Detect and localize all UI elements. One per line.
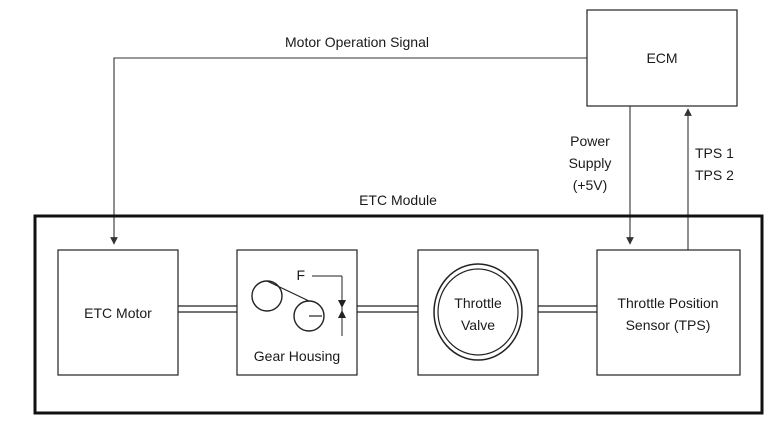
etc-motor-box [57, 249, 179, 376]
motor-signal-label: Motor Operation Signal [285, 34, 429, 50]
power-label-line2: Supply [569, 155, 612, 171]
tps2-label: TPS 2 [695, 167, 734, 183]
motor-signal-wire [110, 57, 587, 245]
shaft-motor-gear [178, 305, 237, 313]
gear-belt-line [266, 280, 310, 302]
force-arrow-down-icon [338, 300, 346, 308]
etc-module-label: ETC Module [359, 192, 437, 208]
etc-motor-label: ETC Motor [84, 305, 152, 321]
gear-housing-label: Gear Housing [254, 348, 340, 364]
throttle-valve-label-line1: Throttle [454, 295, 502, 311]
tps-sensor-label-line2: Sensor (TPS) [626, 317, 711, 333]
tps1-label: TPS 1 [695, 145, 734, 161]
tps-sensor-label-line1: Throttle Position [617, 295, 718, 311]
etc-module-frame [33, 214, 764, 415]
power-label-line1: Power [570, 133, 610, 149]
ecm-box [586, 9, 738, 107]
force-arrow-up-icon [338, 310, 346, 318]
power-label-line3: (+5V) [573, 177, 608, 193]
throttle-valve-label-line2: Valve [461, 317, 495, 333]
tps-sensor-box [596, 249, 741, 376]
ecm-label: ECM [646, 50, 677, 66]
throttle-plate-icon [437, 268, 519, 356]
force-marker-label: F [296, 267, 305, 283]
